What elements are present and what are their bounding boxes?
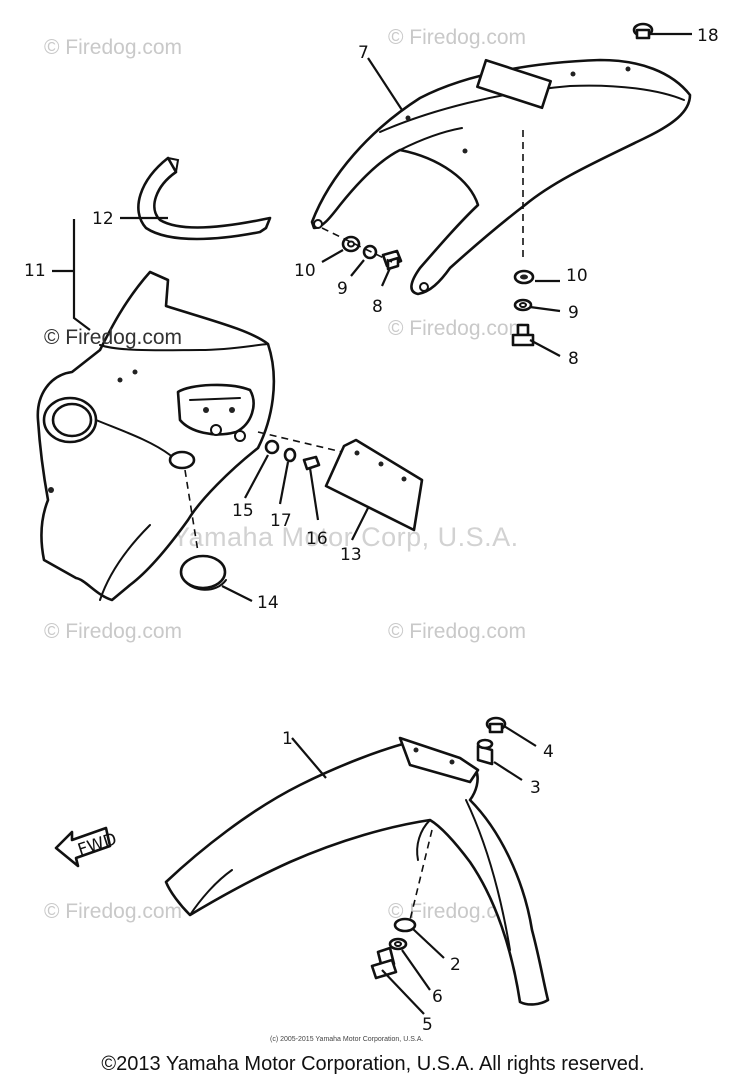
callout-labels: 7 18 12 11 10 9 8 10 9 8 15 17 16 13 14 … — [24, 26, 719, 1035]
grommet-18 — [632, 22, 654, 40]
watermarks: © Firedog.com © Firedog.com © Firedog.co… — [44, 26, 526, 923]
watermark-center-text: Yamaha Motor Corp, U.S.A. — [172, 522, 519, 552]
watermark-text: © Firedog.com — [388, 317, 526, 340]
watermark-text: © Firedog.com — [44, 900, 182, 923]
rear-fender — [310, 58, 692, 296]
fwd-label: FWD — [75, 829, 119, 860]
callout-13: 13 — [340, 545, 362, 565]
plate-13 — [324, 438, 424, 532]
cap-14 — [179, 469, 227, 591]
fasteners-2-6-5 — [370, 917, 417, 980]
leaders — [52, 32, 692, 1015]
watermark-text: © Firedog.com — [388, 620, 526, 643]
callout-10-left: 10 — [294, 261, 316, 281]
callout-14: 14 — [257, 593, 279, 613]
left-fastener-set — [321, 227, 403, 271]
callout-7: 7 — [358, 43, 369, 63]
callout-12: 12 — [92, 209, 114, 229]
air-box-11 — [36, 270, 276, 602]
small-copyright-note: (c) 2005-2015 Yamaha Motor Corporation, … — [270, 1036, 423, 1043]
callout-3: 3 — [530, 778, 541, 798]
copyright-footer: ©2013 Yamaha Motor Corporation, U.S.A. A… — [101, 1053, 645, 1075]
callout-17: 17 — [270, 511, 292, 531]
callout-10-right: 10 — [566, 266, 588, 286]
callout-9-left: 9 — [337, 279, 348, 299]
watermark-text: © Firedog.com — [388, 900, 526, 923]
callout-9-right: 9 — [568, 303, 579, 323]
right-fastener-set — [511, 269, 535, 347]
fasteners-15-17-16 — [257, 431, 356, 471]
callout-8-left: 8 — [372, 297, 383, 317]
callout-15: 15 — [232, 501, 254, 521]
callout-8-right: 8 — [568, 349, 579, 369]
callout-16: 16 — [306, 529, 328, 549]
front-fender — [164, 736, 550, 1006]
fwd-arrow: FWD — [54, 826, 119, 868]
callout-2: 2 — [450, 955, 461, 975]
watermark-text: © Firedog.com — [44, 36, 182, 59]
band-12 — [137, 156, 272, 241]
callout-11: 11 — [24, 261, 46, 281]
callout-18: 18 — [697, 26, 719, 46]
callout-5: 5 — [422, 1015, 433, 1035]
callout-1: 1 — [282, 729, 293, 749]
watermark-text: © Firedog.com — [44, 326, 182, 349]
callout-4: 4 — [543, 742, 554, 762]
watermark-text: © Firedog.com — [388, 26, 526, 49]
watermark-text: © Firedog.com — [44, 620, 182, 643]
callout-6: 6 — [432, 987, 443, 1007]
bolt-4-spacer-3 — [476, 716, 507, 766]
